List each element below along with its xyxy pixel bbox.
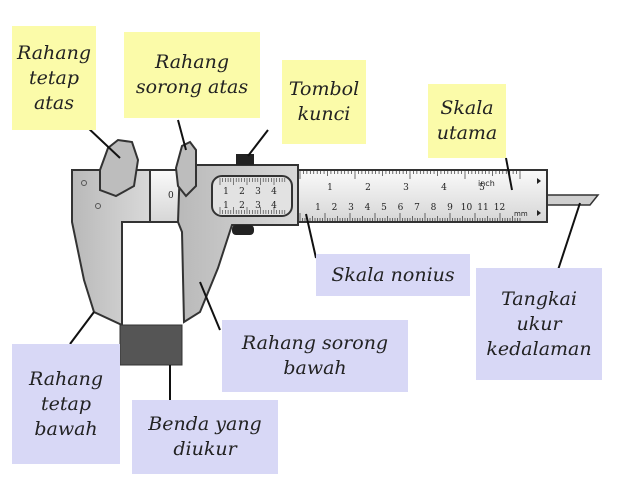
fixed-upper-jaw — [99, 138, 140, 198]
vernier-window — [211, 175, 293, 217]
label-skala-nonius: Skala nonius — [316, 254, 470, 296]
beam-end-mark-top — [537, 178, 541, 184]
inch-number: 4 — [441, 183, 447, 193]
cm-number: 2 — [332, 203, 338, 213]
beam-end-mark-bottom — [537, 210, 541, 216]
label-tombol-kunci: Tombol kunci — [282, 60, 366, 144]
pointer-tombol-kunci — [247, 129, 269, 157]
cm-number: 12 — [494, 203, 505, 213]
pointer-rahang-sorong-atas — [177, 119, 187, 151]
vernier-number: 2 — [239, 187, 245, 197]
vernier-number: 4 — [271, 187, 277, 197]
vernier-number: 3 — [255, 187, 261, 197]
vernier-number: 1 — [223, 201, 229, 211]
unit-inch: inch — [478, 179, 495, 188]
zero-mark: 0 — [168, 191, 174, 201]
depth-rod — [544, 194, 600, 206]
label-rahang-sorong-atas: Rahang sorong atas — [124, 32, 260, 118]
pointer-lines — [69, 119, 581, 400]
cm-number: 1 — [315, 203, 321, 213]
vernier-ticks — [219, 178, 286, 214]
fixed-jaw-screw-1 — [81, 180, 87, 186]
inch-number: 5 — [479, 183, 485, 193]
cm-number: 8 — [431, 203, 437, 213]
pointer-tangkai — [557, 202, 581, 271]
label-benda-yang-diukur: Benda yang diukur — [132, 400, 278, 474]
cm-number: 6 — [398, 203, 404, 213]
pointer-skala-nonius — [305, 213, 317, 259]
label-tangkai-ukur-kedalaman: Tangkai ukur kedalaman — [476, 268, 602, 380]
cm-number: 7 — [414, 203, 420, 213]
label-skala-utama: Skala utama — [428, 84, 506, 158]
cm-number: 10 — [461, 203, 473, 213]
vernier-number: 4 — [271, 201, 277, 211]
label-rahang-tetap-bawah: Rahang tetap bawah — [12, 344, 120, 464]
lock-screw — [236, 154, 254, 165]
pointer-rahang-tetap-bawah — [69, 311, 95, 345]
vernier-number: 3 — [255, 201, 261, 211]
cm-number: 5 — [381, 203, 387, 213]
pointer-rahang-tetap-atas — [85, 125, 121, 159]
label-rahang-sorong-bawah: Rahang sorong bawah — [222, 320, 408, 392]
vernier-number: 1 — [223, 187, 229, 197]
pointer-skala-utama — [505, 157, 513, 191]
sliding-upper-jaw — [174, 140, 197, 198]
vernier-numbers: 1 12 23 34 4 — [223, 187, 277, 211]
measured-object — [119, 324, 183, 366]
cm-number: 4 — [365, 203, 371, 213]
inch-number: 1 — [327, 183, 333, 193]
lock-screw-base — [232, 225, 254, 235]
cm-number: 3 — [348, 203, 354, 213]
main-scale-ticks — [299, 170, 521, 222]
cm-number: 9 — [447, 203, 453, 213]
label-rahang-tetap-atas: Rahang tetap atas — [12, 26, 96, 130]
fixed-jaw-screw-2 — [95, 203, 101, 209]
inch-number: 3 — [403, 183, 409, 193]
vernier-number: 2 — [239, 201, 245, 211]
unit-mm: mm — [514, 210, 528, 218]
pointer-rahang-sorong-bawah — [199, 281, 221, 331]
inch-number: 2 — [365, 183, 371, 193]
cm-number: 11 — [477, 203, 488, 213]
